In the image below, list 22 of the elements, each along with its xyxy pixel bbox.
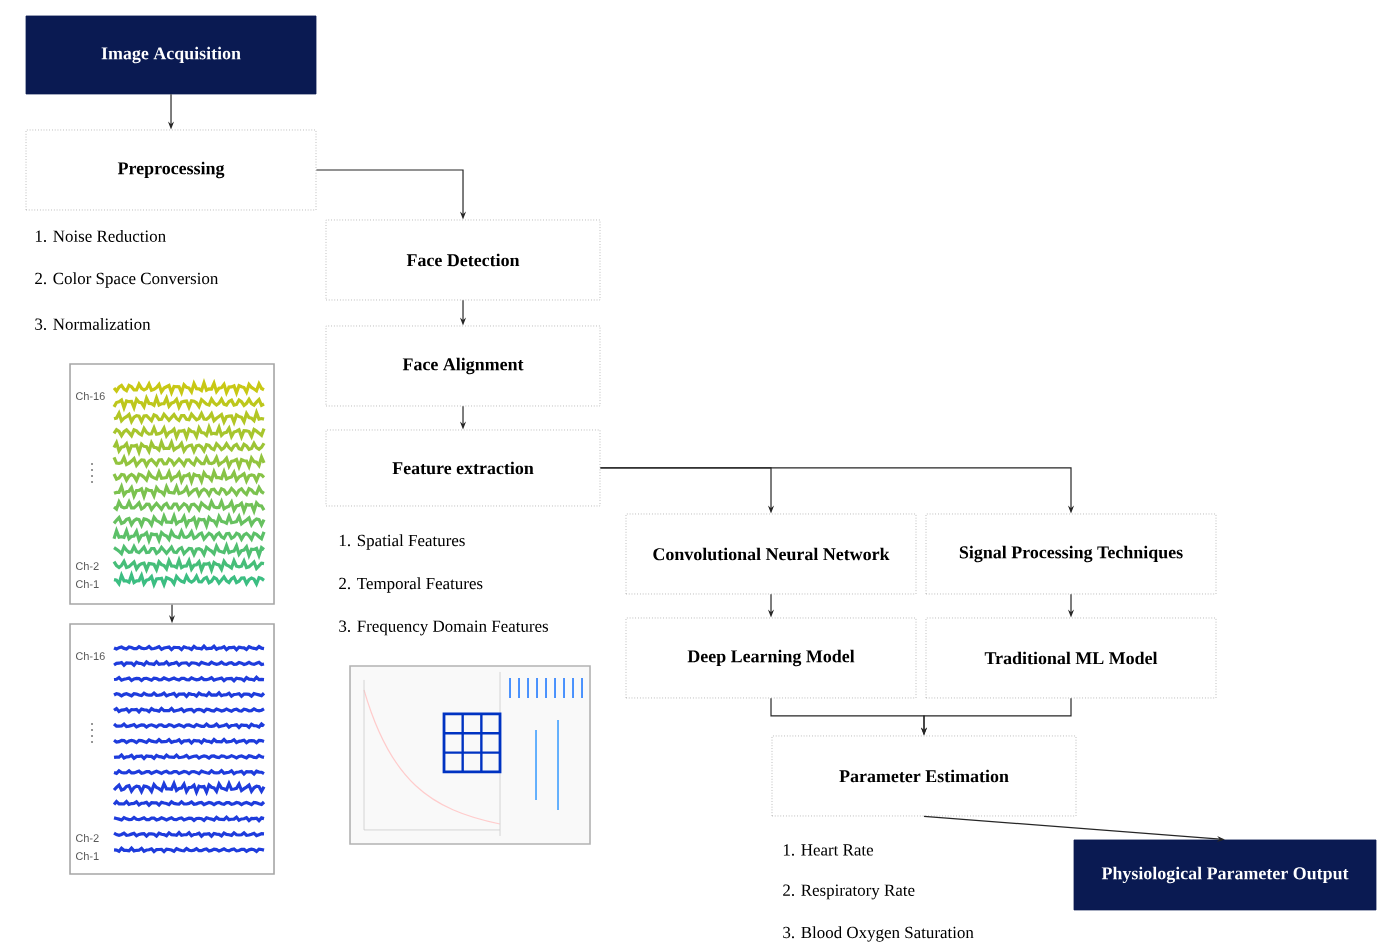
list-item: 2. Temporal Features xyxy=(339,577,483,593)
signal-plot-drawing xyxy=(69,623,275,875)
list-item: 1. Noise Reduction xyxy=(35,230,166,242)
process-box: Parameter Estimation xyxy=(771,735,1077,817)
process-box: Image Acquisition xyxy=(25,15,317,95)
list-item: 3. Blood Oxygen Saturation xyxy=(783,926,974,942)
process-box: Feature extraction xyxy=(325,429,601,507)
process-box: Face Alignment xyxy=(325,325,601,407)
process-box: Physiological Parameter Output xyxy=(1073,839,1377,911)
process-box: Preprocessing xyxy=(25,129,317,211)
process-box: Deep Learning Model xyxy=(625,617,917,699)
process-box: Traditional ML Model xyxy=(925,617,1217,699)
list-item: 2. Respiratory Rate xyxy=(783,884,915,900)
list-item: 3. Normalization xyxy=(35,318,151,330)
list-item: 1. Heart Rate xyxy=(783,844,874,856)
process-box: Face Detection xyxy=(325,219,601,301)
list-item: 2. Color Space Conversion xyxy=(35,272,219,288)
list-item: 3. Frequency Domain Features xyxy=(339,620,549,636)
process-box: Signal Processing Techniques xyxy=(925,513,1217,595)
signal-plot-drawing xyxy=(69,363,275,605)
list-item: 1. Spatial Features xyxy=(339,534,465,550)
process-box: Convolutional Neural Network xyxy=(625,513,917,595)
